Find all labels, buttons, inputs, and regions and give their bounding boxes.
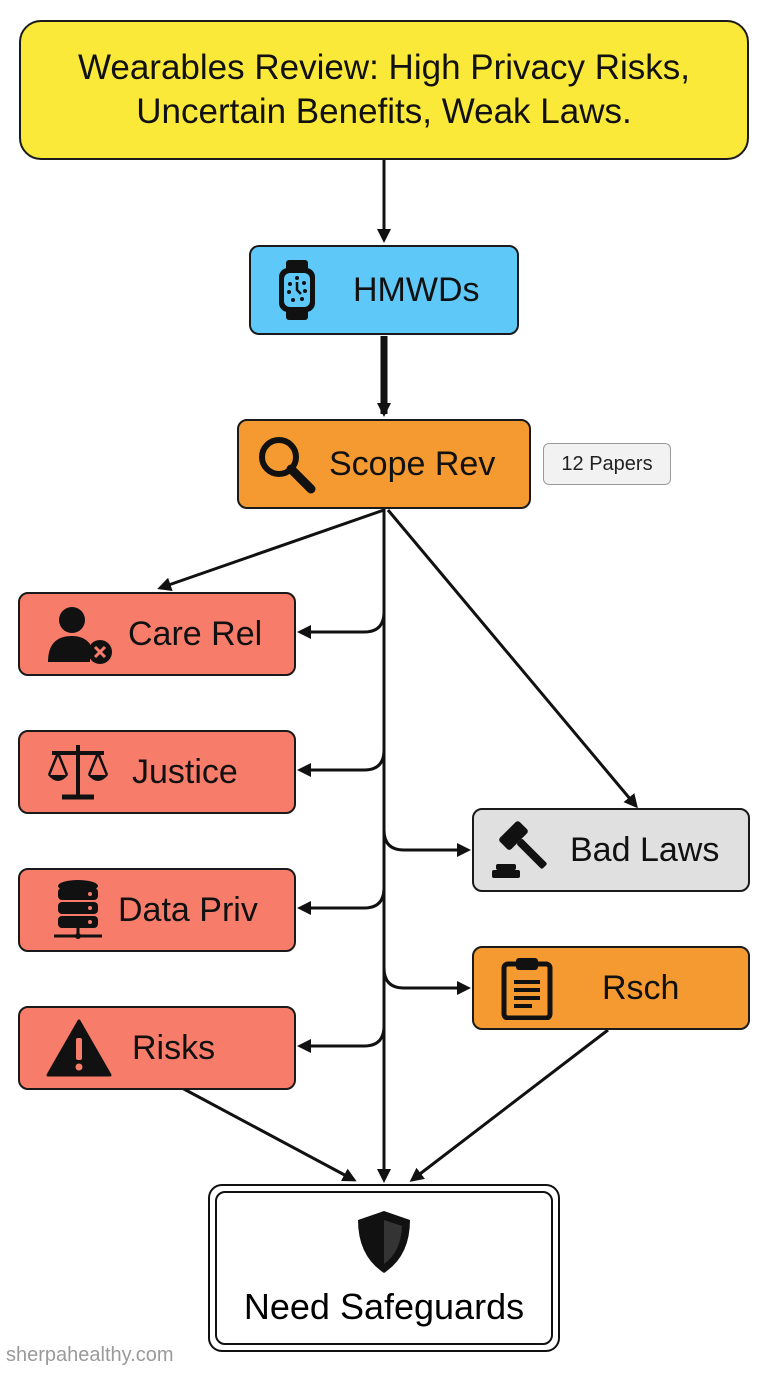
node-care-rel-label: Care Rel [128, 614, 263, 653]
node-hmwds-label: HMWDs [353, 270, 480, 309]
gavel-icon [488, 818, 556, 882]
shield-icon [354, 1208, 414, 1276]
user-remove-icon [44, 602, 116, 666]
title-line-2: Uncertain Benefits, Weak Laws. [136, 92, 632, 131]
edge-scope-care [157, 508, 385, 591]
smartwatch-icon [277, 258, 317, 322]
node-need-safeguards: Need Safeguards [208, 1184, 560, 1352]
node-care-rel: Care Rel [18, 592, 296, 676]
edge-trunk-rsch [382, 967, 471, 995]
title-line-1: Wearables Review: High Privacy Risks, [77, 48, 691, 87]
magnifier-icon [255, 433, 317, 495]
edge-trunk-laws [382, 829, 471, 857]
edge-scope-laws [386, 509, 638, 809]
node-data-priv: Data Priv [18, 868, 296, 952]
watermark: sherpahealthy.com [6, 1344, 174, 1366]
node-rsch: Rsch [472, 946, 750, 1030]
edge-rsch-final [409, 1028, 609, 1182]
scales-icon [46, 741, 110, 803]
warning-icon [46, 1018, 112, 1078]
edge-trunk-justice [297, 749, 386, 777]
node-scope-rev: Scope Rev [237, 419, 531, 509]
edge-trunk-data [297, 887, 386, 915]
papers-count-badge: 12 Papers [543, 443, 671, 485]
node-hmwds: HMWDs [249, 245, 519, 335]
database-icon [50, 878, 106, 942]
edge-trunk-risks [297, 1025, 386, 1053]
node-scope-rev-label: Scope Rev [329, 444, 496, 483]
node-rsch-label: Rsch [602, 968, 680, 1007]
title-box: Wearables Review: High Privacy Risks, Un… [19, 20, 749, 160]
node-bad-laws: Bad Laws [472, 808, 750, 892]
edge-trunk-care [297, 611, 386, 639]
node-risks-label: Risks [132, 1028, 216, 1067]
node-need-safeguards-label: Need Safeguards [243, 1286, 525, 1327]
node-justice-label: Justice [132, 752, 238, 791]
node-data-priv-label: Data Priv [118, 890, 258, 929]
clipboard-icon [500, 956, 554, 1020]
edge-risks-final [181, 1086, 357, 1182]
node-bad-laws-label: Bad Laws [570, 830, 720, 869]
node-risks: Risks [18, 1006, 296, 1090]
node-justice: Justice [18, 730, 296, 814]
